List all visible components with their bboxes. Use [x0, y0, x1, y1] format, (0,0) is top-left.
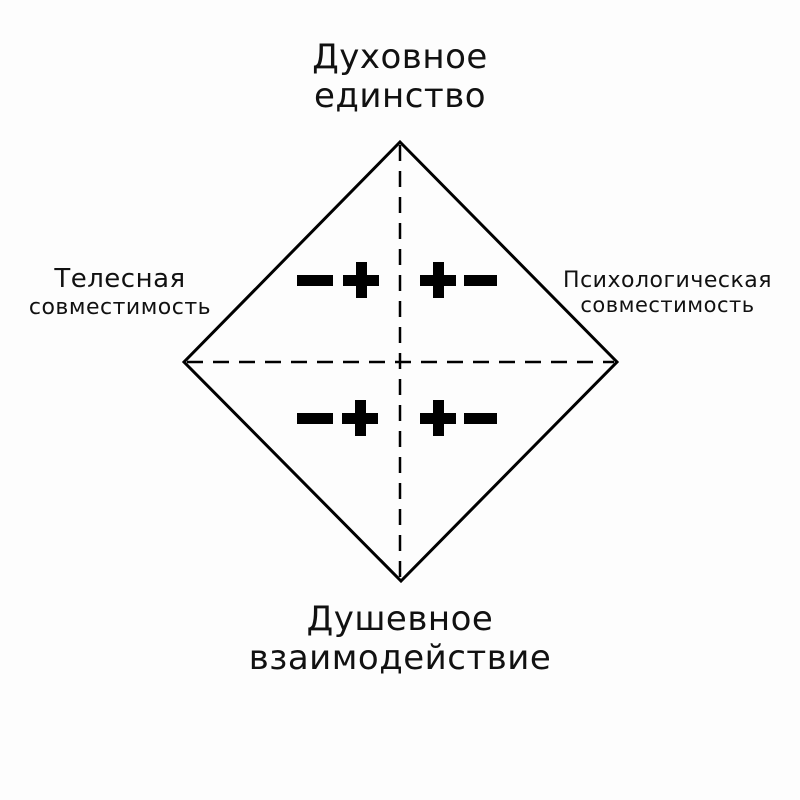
label-soul-interaction: Душевное взаимодействие: [200, 599, 600, 679]
label-left-line2: совместимость: [28, 294, 212, 320]
quadrant-bottom-left-signs: [297, 400, 378, 436]
minus-icon: [297, 275, 333, 286]
label-spiritual-unity: Духовное единство: [250, 37, 550, 117]
plus-icon: [420, 400, 456, 436]
minus-icon: [464, 275, 497, 286]
label-right-line2: совместимость: [580, 293, 755, 318]
label-bottom-line1: Душевное: [306, 599, 494, 639]
quadrant-top-right-signs: [420, 262, 497, 298]
quadrant-bottom-right-signs: [420, 400, 497, 436]
label-right-line1: Психологическая: [563, 268, 772, 293]
label-physical-compatibility: Телесная совместимость: [10, 264, 230, 320]
label-top-line2: единство: [313, 76, 487, 117]
minus-icon: [297, 413, 333, 424]
label-bottom-line2: взаимодействие: [248, 638, 552, 679]
label-top-line1: Духовное: [312, 37, 488, 77]
plus-icon: [420, 262, 456, 298]
rhombus-outline: [181, 139, 620, 584]
plus-icon: [342, 400, 378, 436]
quadrant-top-left-signs: [297, 262, 379, 298]
label-psychological-compatibility: Психологическая совместимость: [545, 268, 790, 317]
minus-icon: [464, 413, 497, 424]
label-left-line1: Телесная: [54, 264, 186, 294]
plus-icon: [343, 262, 379, 298]
